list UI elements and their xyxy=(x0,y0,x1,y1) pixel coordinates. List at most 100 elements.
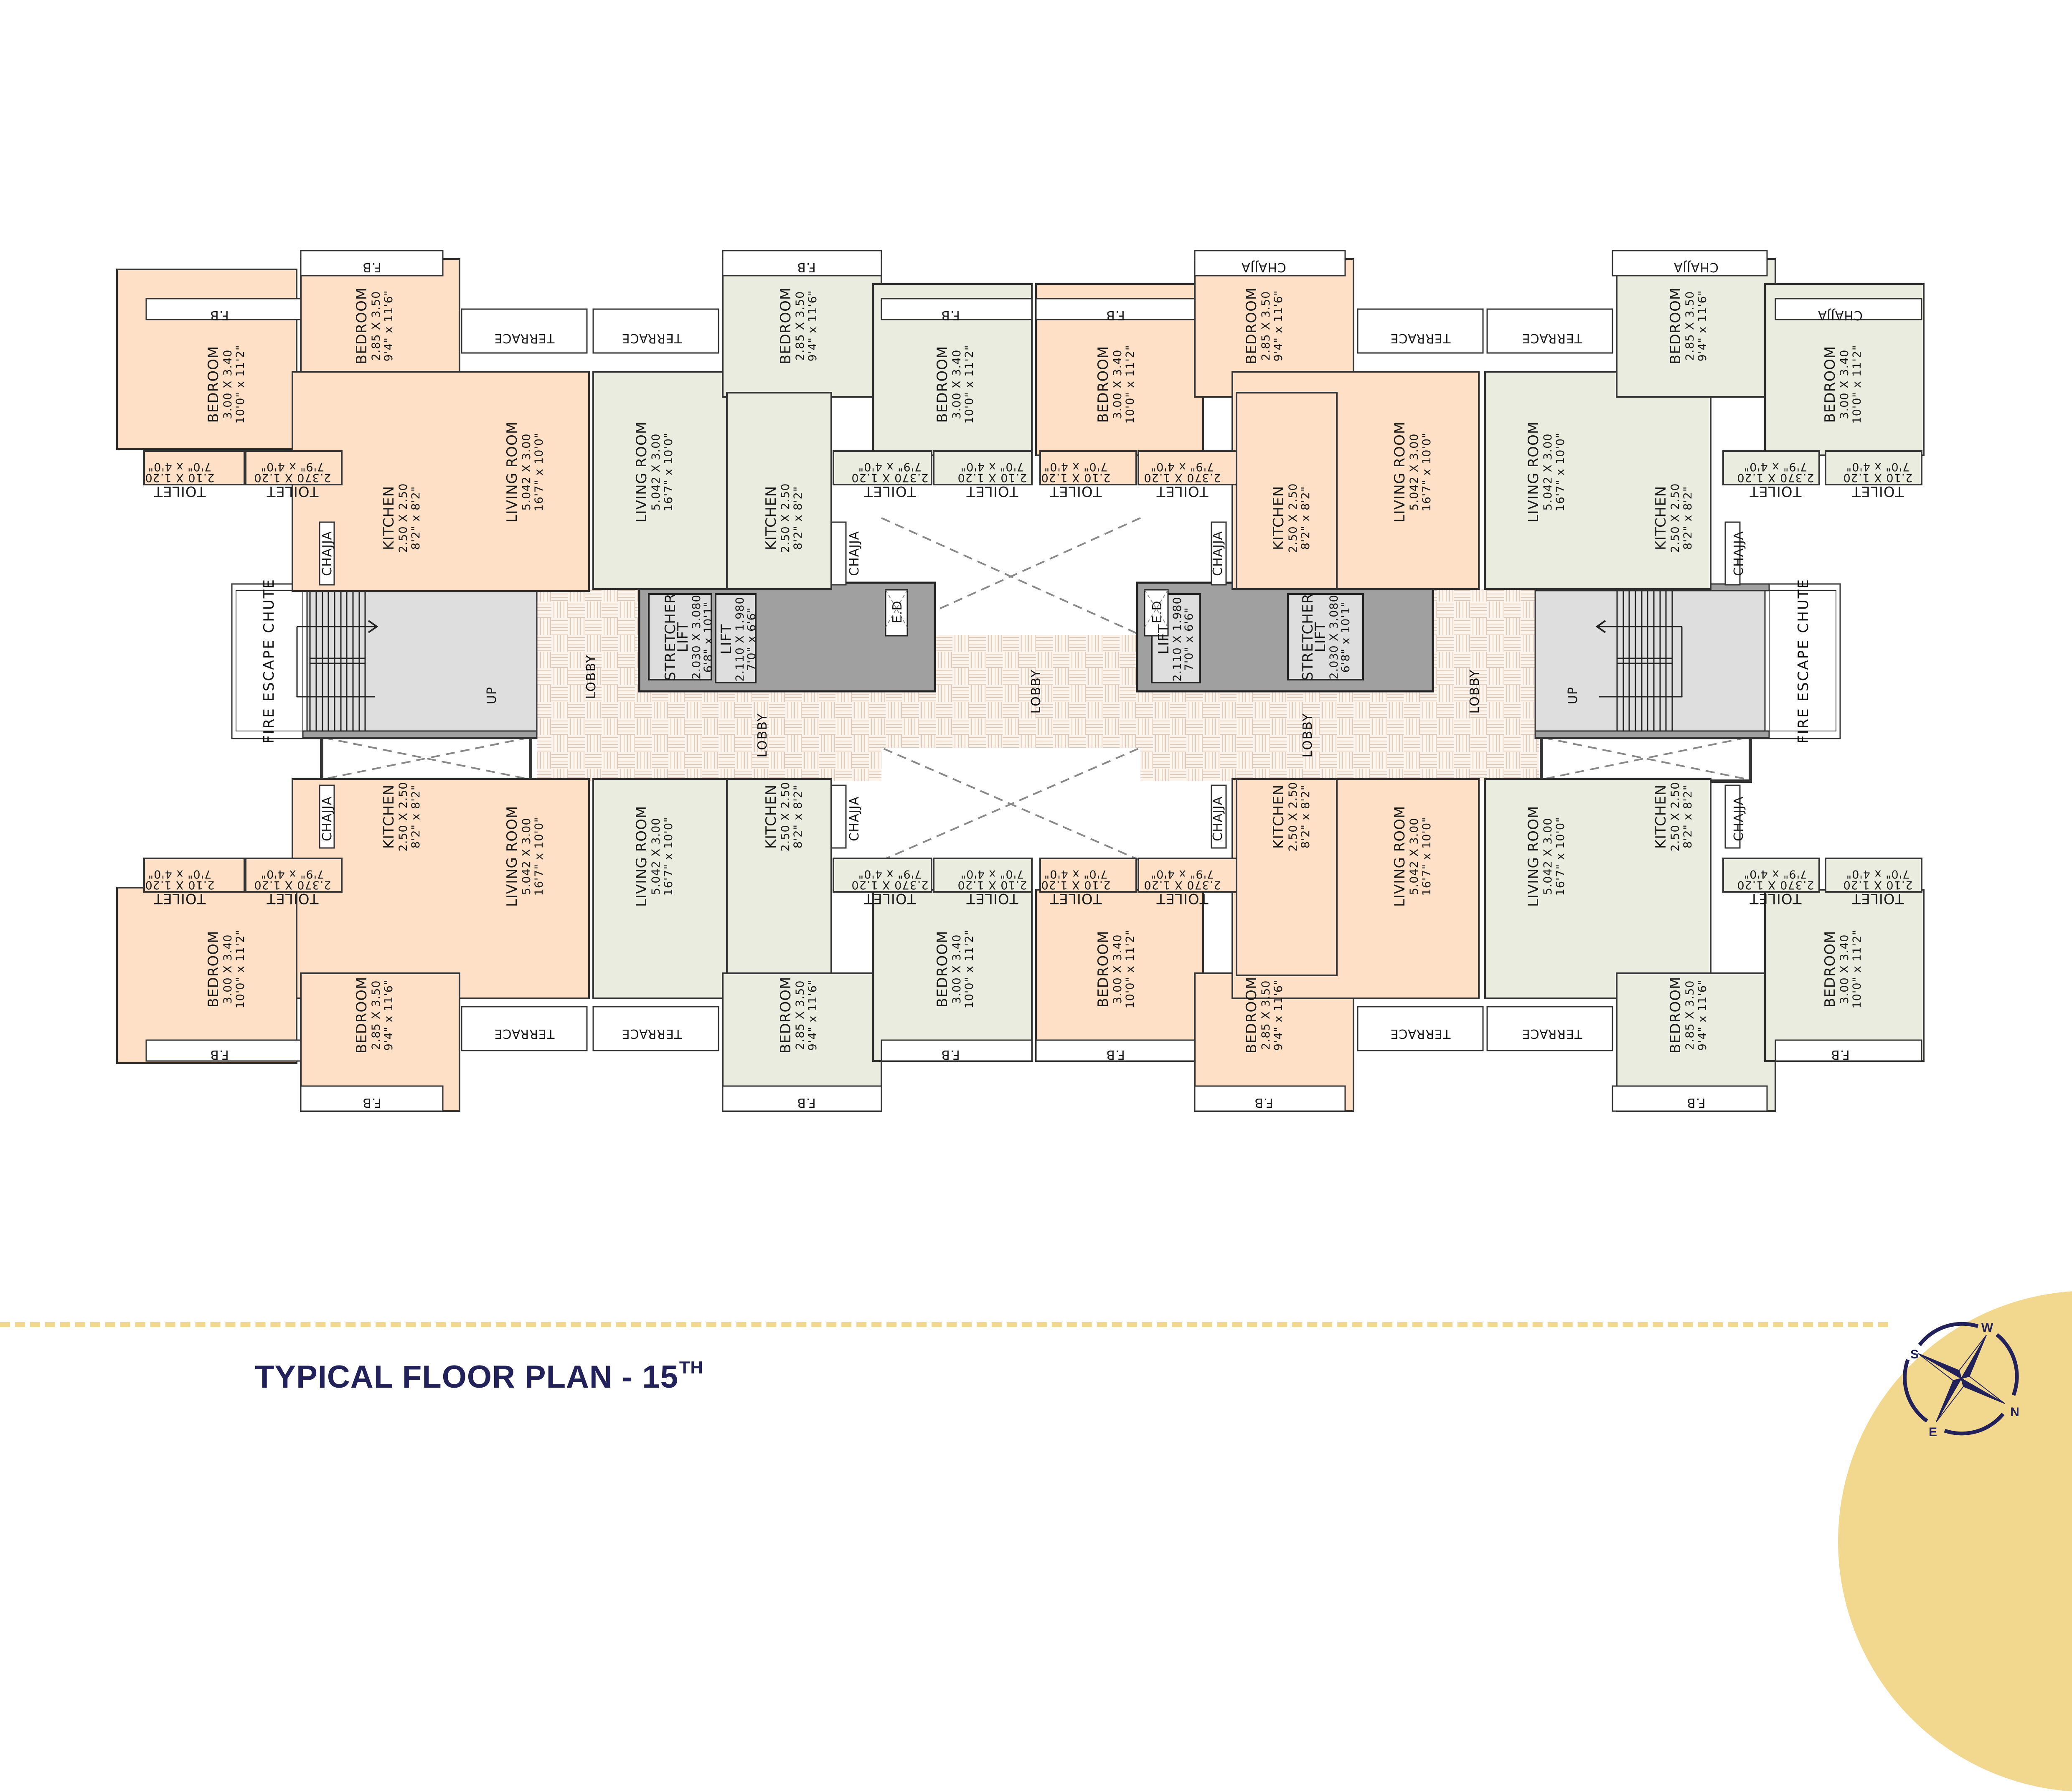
terrace-label: TERRACE xyxy=(1522,331,1583,345)
room-metric: 2.10 X 1.20 xyxy=(957,471,1027,484)
room-imperial: 9'4" x 11'6" xyxy=(382,290,395,362)
room-metric: 2.370 X 1.20 xyxy=(1143,878,1221,891)
stretcher-lift-imperial: 6'8" x 10'1" xyxy=(1339,602,1352,673)
room-imperial: 7'9" x 4'0" xyxy=(1150,868,1214,881)
room-metric: 5.042 X 3.00 xyxy=(1541,433,1554,510)
ed-label: E.D xyxy=(1150,601,1165,624)
compass-w: W xyxy=(1981,1321,1993,1335)
room-imperial: 7'0" x 4'0" xyxy=(960,460,1024,473)
room-name: TOILET xyxy=(1750,890,1802,907)
room-imperial: 7'0" x 4'0" xyxy=(148,868,212,881)
room-name: KITCHEN xyxy=(381,784,397,849)
room-imperial: 7'9" x 4'0" xyxy=(261,868,325,881)
room-metric: 2.50 X 2.50 xyxy=(397,782,410,852)
room-imperial: 8'2" x 8'2" xyxy=(1299,785,1312,849)
room-metric: 2.10 X 1.20 xyxy=(1041,471,1111,484)
room-name: LIVING ROOM xyxy=(633,806,650,907)
room-name: KITCHEN xyxy=(1270,486,1287,550)
room-metric: 2.85 X 3.50 xyxy=(794,980,807,1050)
stair-right xyxy=(1534,583,1841,739)
room-name: BEDROOM xyxy=(934,346,951,423)
stretcher-lift-name: STRETCHER xyxy=(1300,593,1316,681)
fb-label: F.B xyxy=(1106,1047,1125,1062)
room-name: TOILET xyxy=(966,483,1019,500)
room-metric: 2.85 X 3.50 xyxy=(794,291,807,361)
room-name: TOILET xyxy=(864,890,917,907)
terrace-label: TERRACE xyxy=(622,331,683,345)
fb-label: F.B xyxy=(941,1047,960,1062)
floor-plan: BEDROOM 3.00 X 3.40 10'0" x 11'2" BEDROO… xyxy=(116,250,1925,1112)
room-metric: 2.85 X 3.50 xyxy=(370,980,383,1050)
fb-label: F.B xyxy=(797,1095,816,1110)
flat-7 xyxy=(1035,778,1480,1112)
page-title: TYPICAL FLOOR PLAN - 15TH xyxy=(255,1358,703,1395)
fb-label: F.B xyxy=(362,260,381,274)
room-name: BEDROOM xyxy=(353,287,370,364)
room-metric: 3.00 X 3.40 xyxy=(1111,350,1124,419)
flat-6 xyxy=(592,778,1033,1112)
room-metric: 2.85 X 3.50 xyxy=(1684,980,1696,1050)
room-name: BEDROOM xyxy=(934,931,951,1008)
room-imperial: 16'7" x 10'0" xyxy=(533,433,546,512)
room-metric: 2.85 X 3.50 xyxy=(1259,291,1272,361)
room-name: KITCHEN xyxy=(763,486,780,550)
labels-flat-1: BEDROOM 3.00 X 3.40 10'0" x 11'2" BEDROO… xyxy=(145,260,555,576)
terrace-label: TERRACE xyxy=(1522,1026,1583,1041)
room-imperial: 8'2" x 8'2" xyxy=(1299,486,1312,550)
room-metric: 2.85 X 3.50 xyxy=(1259,980,1272,1050)
stair-left xyxy=(231,583,538,739)
room-imperial: 8'2" x 8'2" xyxy=(792,486,805,550)
stair-up-label: UP xyxy=(1566,687,1580,704)
lobby-label: LOBBY xyxy=(1029,669,1044,713)
room-metric: 2.50 X 2.50 xyxy=(1287,782,1300,852)
lift-name: LIFT xyxy=(718,624,735,655)
room-name: TOILET xyxy=(154,890,206,907)
labels-flat-7: BEDROOM 3.00 X 3.40 10'0" x 11'2" BEDROO… xyxy=(1041,782,1451,1110)
room-name: BEDROOM xyxy=(1822,931,1838,1008)
room-metric: 3.00 X 3.40 xyxy=(1838,350,1851,419)
room-name: BEDROOM xyxy=(777,287,794,364)
chajja-label: CHAJJA xyxy=(1732,531,1746,576)
room-imperial: 9'4" x 11'6" xyxy=(382,980,395,1051)
room-imperial: 16'7" x 10'0" xyxy=(533,817,546,896)
duct-voids xyxy=(323,517,1747,861)
stretcher-lift-metric: 2.030 X 3.080 xyxy=(690,594,703,679)
room-metric: 3.00 X 3.40 xyxy=(221,934,234,1004)
room-metric: 3.00 X 3.40 xyxy=(950,350,963,419)
labels-flat-6: LIVING ROOM 5.042 X 3.00 16'7" x 10'0" B… xyxy=(622,782,1027,1110)
terrace-label: TERRACE xyxy=(1390,1026,1451,1041)
room-metric: 2.370 X 1.20 xyxy=(1737,878,1814,891)
room-metric: 2.50 X 2.50 xyxy=(1669,483,1682,553)
room-imperial: 9'4" x 11'6" xyxy=(1272,980,1285,1051)
fb-label: F.B xyxy=(362,1095,381,1110)
room-metric: 5.042 X 3.00 xyxy=(1408,433,1421,510)
room-name: BEDROOM xyxy=(1243,977,1260,1053)
room-metric: 2.370 X 1.20 xyxy=(851,878,928,891)
chajja-label: CHAJJA xyxy=(1211,531,1225,576)
room-name: KITCHEN xyxy=(381,486,397,550)
room-imperial: 7'9" x 4'0" xyxy=(1150,460,1214,473)
stretcher-lift-name2: LIFT xyxy=(675,622,691,652)
lobby-label: LOBBY xyxy=(1300,713,1315,757)
room-name: TOILET xyxy=(1156,483,1209,500)
core-labels: FIRE ESCAPE CHUTE FIRE ESCAPE CHUTE UP U… xyxy=(261,578,1812,757)
compass-n: N xyxy=(2010,1405,2019,1419)
room-metric: 2.85 X 3.50 xyxy=(370,291,383,361)
room-imperial: 8'2" x 8'2" xyxy=(409,785,422,849)
room-metric: 2.10 X 1.20 xyxy=(1843,471,1913,484)
room-imperial: 7'9" x 4'0" xyxy=(261,460,325,473)
room-metric: 2.10 X 1.20 xyxy=(1041,878,1111,891)
room-imperial: 7'0" x 4'0" xyxy=(1846,460,1910,473)
room-name: TOILET xyxy=(154,483,206,500)
stretcher-lift-name2: LIFT xyxy=(1312,622,1329,652)
fb-label: F.B xyxy=(210,1047,229,1062)
room-metric: 2.10 X 1.20 xyxy=(145,471,215,484)
room-imperial: 8'2" x 8'2" xyxy=(792,785,805,849)
room-name: BEDROOM xyxy=(1822,346,1838,423)
room-imperial: 7'0" x 4'0" xyxy=(148,460,212,473)
fb-label: F.B xyxy=(210,308,229,322)
room-name: BEDROOM xyxy=(1095,346,1112,423)
room-name: BEDROOM xyxy=(1667,287,1684,364)
fb-label: F.B xyxy=(1831,1047,1850,1062)
title-main: TYPICAL FLOOR PLAN - 15 xyxy=(255,1359,678,1395)
